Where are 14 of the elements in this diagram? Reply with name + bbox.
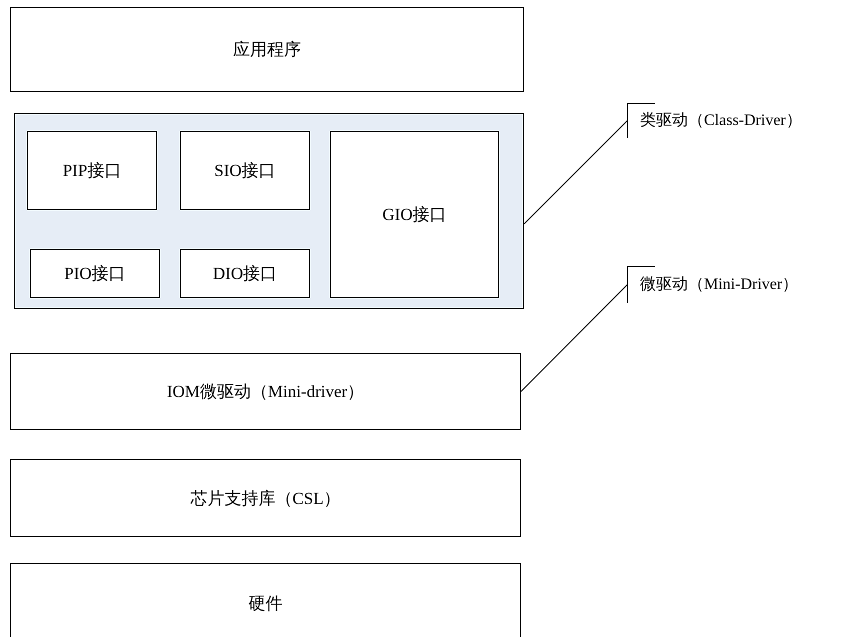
interface-box: GIO接口 [330,131,499,298]
interface-box: PIO接口 [30,249,160,298]
interface-box: SIO接口 [180,131,310,210]
interface-box: PIP接口 [27,131,157,210]
group-panel [14,113,524,309]
layer-box: IOM微驱动（Mini-driver） [10,353,521,430]
interface-box: DIO接口 [180,249,310,298]
layer-box: 硬件 [10,563,521,637]
leader-line [520,284,628,392]
callout-label: 类驱动（Class-Driver） [640,110,802,131]
callout-label: 微驱动（Mini-Driver） [640,275,798,295]
layer-box: 应用程序 [10,7,524,92]
layer-box: 芯片支持库（CSL） [10,459,521,537]
leader-line [524,120,628,224]
